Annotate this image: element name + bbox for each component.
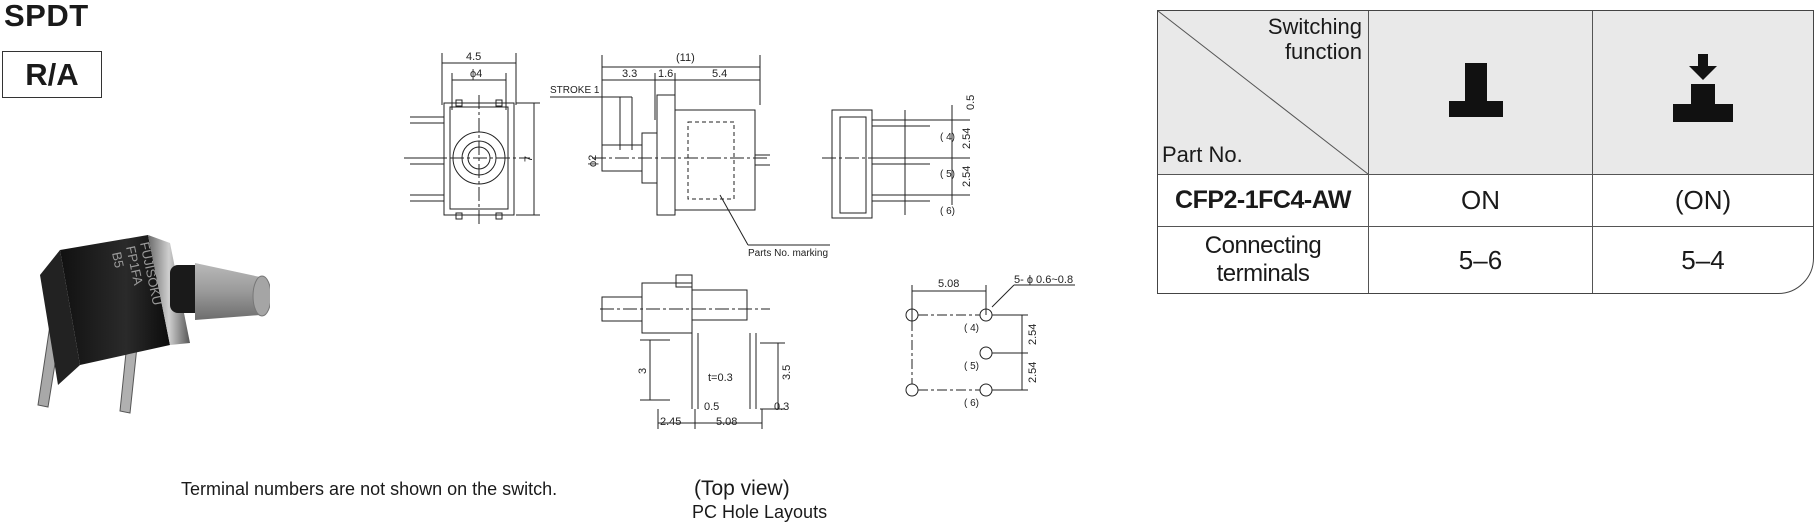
dimension-label: 2.54 bbox=[961, 128, 973, 149]
released-column-header bbox=[1368, 11, 1593, 175]
pc-hole-layout: 5.08 5- ϕ 0.6~0.8 2.54 2.54 ( 4) ( 5) ( … bbox=[905, 274, 1075, 409]
dimension-label: 4.5 bbox=[466, 51, 481, 63]
bottom-view: 3 t=0.3 3.5 0.5 0.3 2.45 5.08 bbox=[600, 274, 793, 429]
dimension-label: 5.4 bbox=[712, 68, 727, 80]
dimension-drawings: 4.5 ϕ4 7 (11) 3.3 1.6 5.4 STROKE 1 ϕ2 bbox=[404, 51, 1075, 429]
top-view-caption: (Top view) bbox=[694, 477, 790, 500]
dimension-label: 0.5 bbox=[704, 401, 719, 413]
dimension-label: 2.54 bbox=[1027, 362, 1039, 383]
terminal-label: ( 6) bbox=[964, 398, 979, 409]
dimension-label: 7 bbox=[523, 156, 535, 162]
dimension-label: 2.54 bbox=[961, 166, 973, 187]
dimension-label: 2.54 bbox=[1027, 324, 1039, 345]
released-terminals-cell: 5–6 bbox=[1368, 226, 1593, 293]
dimension-label: 3 bbox=[637, 368, 649, 374]
part-no-label: Part No. bbox=[1162, 142, 1243, 167]
front-view: 4.5 ϕ4 7 bbox=[404, 51, 540, 225]
terminal-label: ( 4) bbox=[964, 323, 979, 334]
pressed-column-header bbox=[1592, 11, 1813, 175]
pressed-state-cell: (ON) bbox=[1592, 174, 1813, 227]
dimension-label: 5.08 bbox=[716, 416, 737, 428]
orientation-badge: R/A bbox=[2, 51, 102, 98]
terminal-label: ( 6) bbox=[940, 206, 955, 217]
switching-function-table: Switching function Part No. CFP2-1FC4-A bbox=[1157, 10, 1814, 294]
dimension-label: 0.3 bbox=[774, 401, 789, 413]
rear-view: 0.5 2.54 2.54 ( 4) ( 5) ( 6) bbox=[822, 95, 977, 219]
dimension-label: (11) bbox=[676, 52, 695, 64]
switching-function-label: Switching function bbox=[1267, 14, 1362, 64]
dimension-label: 3.3 bbox=[622, 68, 637, 80]
dimension-label: 2.45 bbox=[660, 416, 681, 428]
terminal-note: Terminal numbers are not shown on the sw… bbox=[181, 479, 558, 499]
pc-layout-caption: PC Hole Layouts bbox=[692, 502, 828, 522]
dimension-label: t=0.3 bbox=[708, 372, 733, 384]
switch-photo: FUJISOKU FP1FA B5 bbox=[37, 235, 270, 414]
terminal-label: ( 5) bbox=[964, 361, 979, 372]
pressed-terminals-cell: 5–4 bbox=[1592, 226, 1813, 293]
released-state-cell: ON bbox=[1368, 174, 1593, 227]
part-number-cell: CFP2-1FC4-AW bbox=[1158, 174, 1369, 227]
dimension-label: ϕ2 bbox=[587, 155, 599, 167]
dimension-label: 5.08 bbox=[938, 278, 959, 290]
photo-marking: B5 bbox=[109, 251, 127, 270]
hole-diameter-label: 5- ϕ 0.6~0.8 bbox=[1014, 274, 1073, 286]
table-corner-header: Switching function Part No. bbox=[1158, 11, 1369, 175]
terminal-label: ( 4) bbox=[940, 132, 955, 143]
dimension-label: 3.5 bbox=[781, 365, 793, 380]
dimension-label: ϕ4 bbox=[470, 68, 482, 80]
parts-marking-label: Parts No. marking bbox=[748, 248, 828, 259]
dimension-label: STROKE 1 bbox=[550, 85, 600, 96]
plunger-released-icon bbox=[1448, 63, 1503, 117]
connecting-terminals-label: Connecting terminals bbox=[1158, 226, 1369, 293]
terminal-label: ( 5) bbox=[940, 169, 955, 180]
corner-diagonal bbox=[1158, 11, 1368, 174]
dimension-label: 0.5 bbox=[965, 95, 977, 110]
plunger-pressed-icon bbox=[1673, 54, 1733, 122]
dimension-label: 1.6 bbox=[658, 68, 673, 80]
side-view: (11) 3.3 1.6 5.4 STROKE 1 ϕ2 Parts No. m… bbox=[550, 52, 830, 259]
product-title: SPDT bbox=[4, 0, 89, 33]
